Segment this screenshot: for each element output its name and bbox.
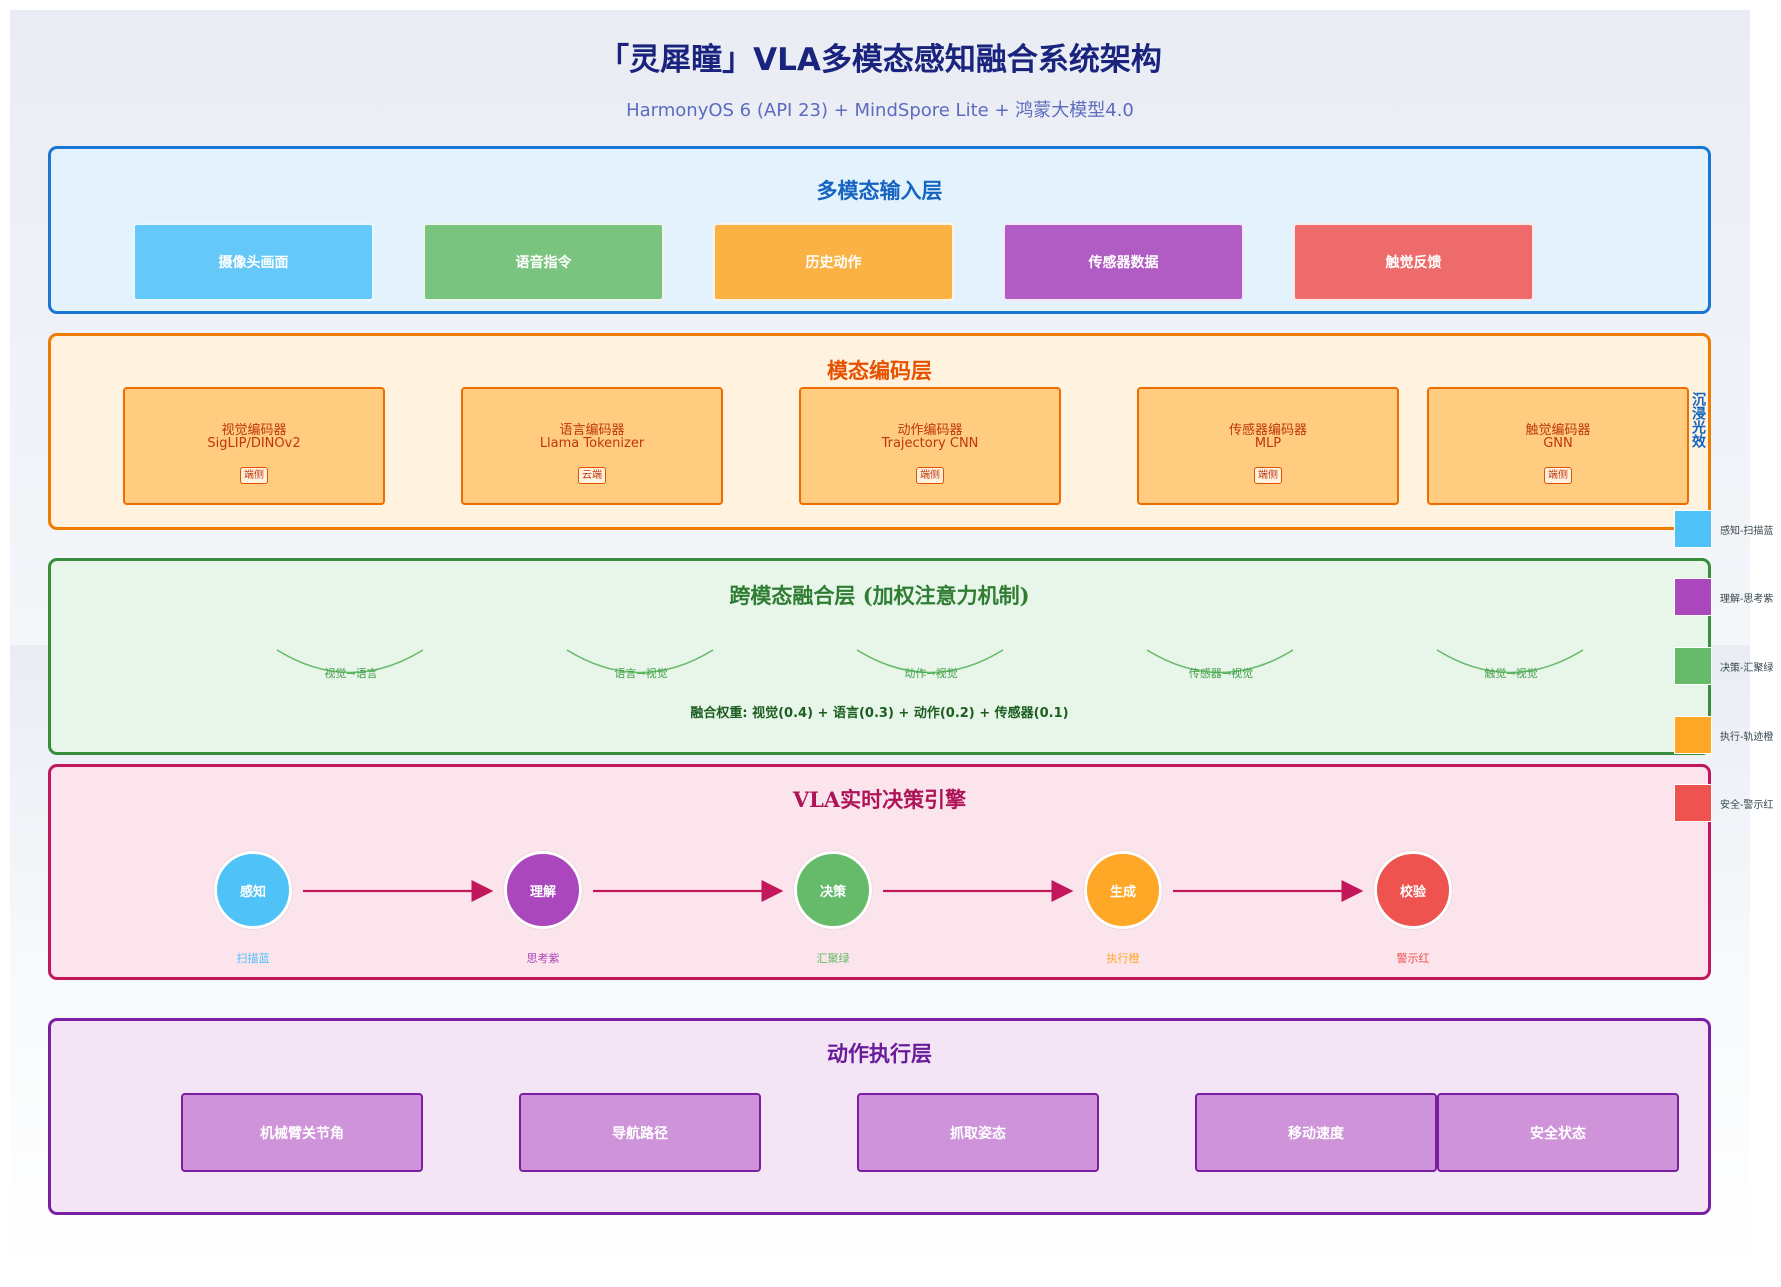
legend-swatch-safety: [1674, 784, 1712, 822]
fusion-arc-5: [1436, 649, 1584, 674]
fusion-layer-title: 跨模态融合层 (加权注意力机制): [729, 583, 1030, 608]
legend-label: 安全-警示红: [1720, 800, 1774, 811]
stage-caption: 执行橙: [1106, 952, 1140, 965]
output-navigation-path: 导航路径: [519, 1093, 761, 1172]
encoder-name: 触觉编码器: [1525, 423, 1591, 438]
fusion-arc-3: [856, 649, 1004, 674]
fusion-link-label: 动作→视觉: [904, 667, 958, 680]
encoder-name: 动作编码器: [897, 423, 963, 438]
fusion-arcs: [276, 649, 1584, 674]
output-safety-state: 安全状态: [1437, 1093, 1679, 1172]
legend-swatch-decide: [1674, 647, 1712, 685]
encoder-action: 动作编码器 Trajectory CNN 端侧: [799, 387, 1061, 505]
encoder-sensor: 传感器编码器 MLP 端侧: [1137, 387, 1399, 505]
legend-label: 感知-扫描蓝: [1720, 526, 1774, 537]
input-layer-title: 多模态输入层: [816, 178, 943, 203]
encoder-tag: 端侧: [916, 467, 944, 484]
output-grasp-pose: 抓取姿态: [857, 1093, 1099, 1172]
input-layer: 多模态输入层 摄像头画面 语音指令 历史动作 传感器数据 触觉反馈: [48, 146, 1711, 314]
encoder-model: Llama Tokenizer: [539, 436, 645, 451]
input-tactile: 触觉反馈: [1293, 223, 1534, 301]
stage-verify: 校验: [1374, 851, 1452, 929]
fusion-layer: 跨模态融合层 (加权注意力机制) 视觉→语言 语言→视觉 动作→视觉 传感器→视…: [48, 558, 1711, 755]
fusion-arc-2: [566, 649, 714, 674]
stage-decide: 决策: [794, 851, 872, 929]
legend-label: 执行-轨迹橙: [1720, 732, 1774, 743]
encoder-model: Trajectory CNN: [881, 436, 979, 451]
encoder-tag: 云端: [578, 467, 606, 484]
legend-swatch-execute: [1674, 716, 1712, 754]
fusion-arc-4: [1146, 649, 1294, 674]
input-history-action: 历史动作: [713, 223, 954, 301]
stage-caption: 思考紫: [526, 952, 560, 965]
encoder-tag: 端侧: [240, 467, 268, 484]
input-voice: 语音指令: [423, 223, 664, 301]
encoding-layer-title: 模态编码层: [827, 358, 932, 383]
encoder-name: 传感器编码器: [1228, 423, 1307, 438]
encoder-model: MLP: [1254, 436, 1282, 451]
legend-swatch-understand: [1674, 578, 1712, 616]
encoder-tag: 端侧: [1254, 467, 1282, 484]
decision-layer-title: VLA实时决策引擎: [792, 787, 967, 812]
encoder-model: GNN: [1543, 436, 1573, 451]
stage-caption: 扫描蓝: [236, 952, 270, 965]
page-subtitle: HarmonyOS 6 (API 23) + MindSpore Lite + …: [626, 100, 1134, 121]
stage-perceive: 感知: [214, 851, 292, 929]
encoder-tactile: 触觉编码器 GNN 端侧: [1427, 387, 1689, 505]
decision-layer: VLA实时决策引擎 感知 理解 决策 生成 校验 扫描蓝 思考紫 汇聚绿 执行橙…: [48, 764, 1711, 980]
stage-caption: 警示红: [1396, 952, 1430, 965]
fusion-link-label: 传感器→视觉: [1188, 667, 1254, 680]
encoder-language: 语言编码器 Llama Tokenizer 云端: [461, 387, 723, 505]
fusion-weights: 融合权重: 视觉(0.4) + 语言(0.3) + 动作(0.2) + 传感器(…: [690, 706, 1069, 721]
stage-caption: 汇聚绿: [816, 952, 850, 965]
stage-generate: 生成: [1084, 851, 1162, 929]
fusion-link-label: 语言→视觉: [614, 667, 668, 680]
legend-label: 决策-汇聚绿: [1720, 663, 1774, 674]
encoder-vision: 视觉编码器 SigLIP/DINOv2 端侧: [123, 387, 385, 505]
output-move-speed: 移动速度: [1195, 1093, 1437, 1172]
encoder-model: SigLIP/DINOv2: [207, 436, 301, 451]
decision-arrows: [303, 880, 1364, 902]
fusion-link-label: 视觉→语言: [324, 667, 378, 680]
action-layer: 动作执行层 机械臂关节角 导航路径 抓取姿态 移动速度 安全状态: [48, 1018, 1711, 1215]
encoding-layer: 模态编码层 视觉编码器 SigLIP/DINOv2 端侧 语言编码器 Llama…: [48, 333, 1711, 530]
action-layer-title: 动作执行层: [827, 1041, 932, 1066]
legend-swatch-perceive: [1674, 510, 1712, 548]
legend-label: 理解-思考紫: [1720, 594, 1774, 605]
encoder-name: 语言编码器: [559, 423, 625, 438]
page-title: 「灵犀瞳」VLA多模态感知融合系统架构: [598, 42, 1162, 78]
output-joint-angles: 机械臂关节角: [181, 1093, 423, 1172]
encoder-name: 视觉编码器: [221, 423, 287, 438]
stage-understand: 理解: [504, 851, 582, 929]
fusion-link-label: 触觉→视觉: [1484, 667, 1538, 680]
side-label: 沉浸光效: [1690, 392, 1706, 448]
fusion-arc-1: [276, 649, 424, 674]
encoder-tag: 端侧: [1544, 467, 1572, 484]
input-camera: 摄像头画面: [133, 223, 374, 301]
input-sensor: 传感器数据: [1003, 223, 1244, 301]
